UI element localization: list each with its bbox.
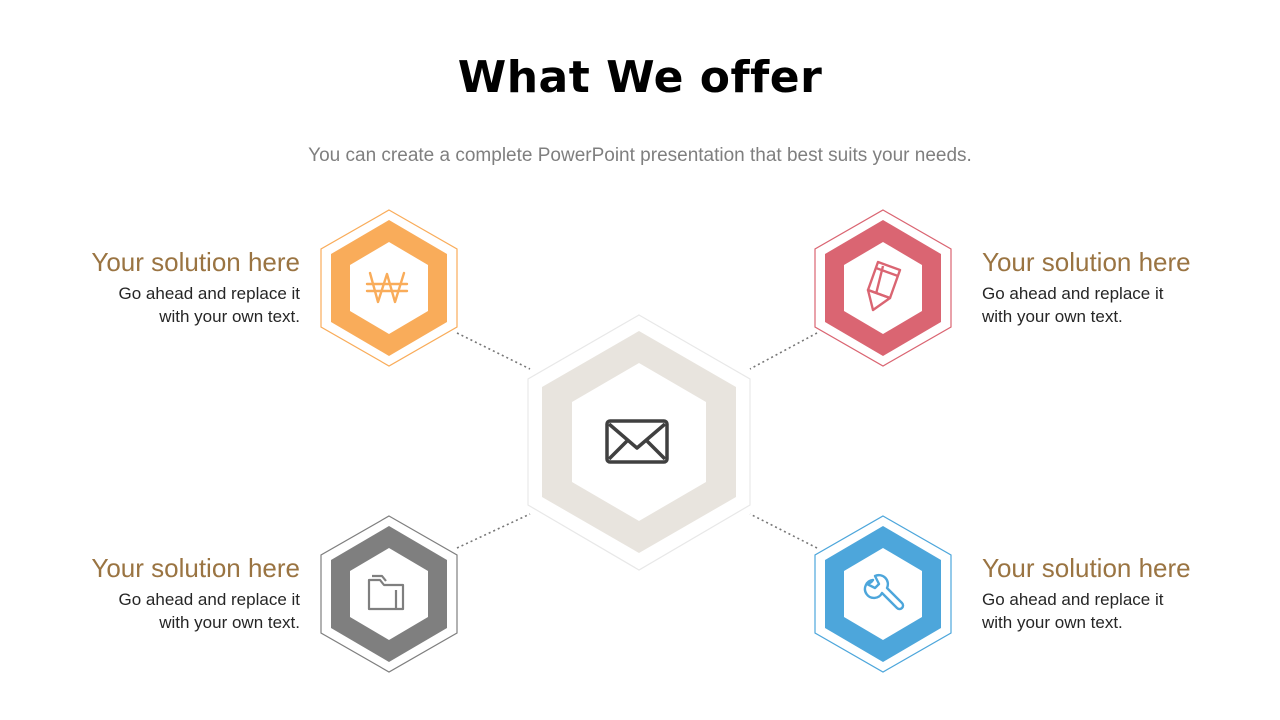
solution-block-bottom-right: Your solution here Go ahead and replace … xyxy=(982,552,1242,634)
hexagon-top-left xyxy=(320,209,458,367)
connector-bottom-left xyxy=(456,513,531,549)
page-title: What We offer xyxy=(457,52,823,103)
folder-icon xyxy=(367,574,405,611)
solution-title: Your solution here xyxy=(982,247,1191,277)
hexagon-top-right xyxy=(814,209,952,367)
solution-title: Your solution here xyxy=(982,553,1191,583)
won-currency-icon xyxy=(365,271,409,304)
solution-title: Your solution here xyxy=(91,247,300,277)
solution-block-top-right: Your solution here Go ahead and replace … xyxy=(982,246,1242,328)
hub-hexagon xyxy=(527,314,751,571)
solution-block-bottom-left: Your solution here Go ahead and replace … xyxy=(40,552,300,634)
wrench-icon xyxy=(863,573,905,611)
pencil-icon xyxy=(866,260,902,312)
connector-lines xyxy=(456,332,818,549)
solution-title: Your solution here xyxy=(91,553,300,583)
solution-block-top-left: Your solution here Go ahead and replace … xyxy=(40,246,300,328)
hexagon-bottom-left xyxy=(320,515,458,673)
connector-top-right xyxy=(749,332,818,370)
page-subtitle: You can create a complete PowerPoint pre… xyxy=(308,145,972,166)
envelope-icon xyxy=(605,419,669,464)
connector-bottom-right xyxy=(749,513,818,549)
connector-top-left xyxy=(456,332,531,370)
